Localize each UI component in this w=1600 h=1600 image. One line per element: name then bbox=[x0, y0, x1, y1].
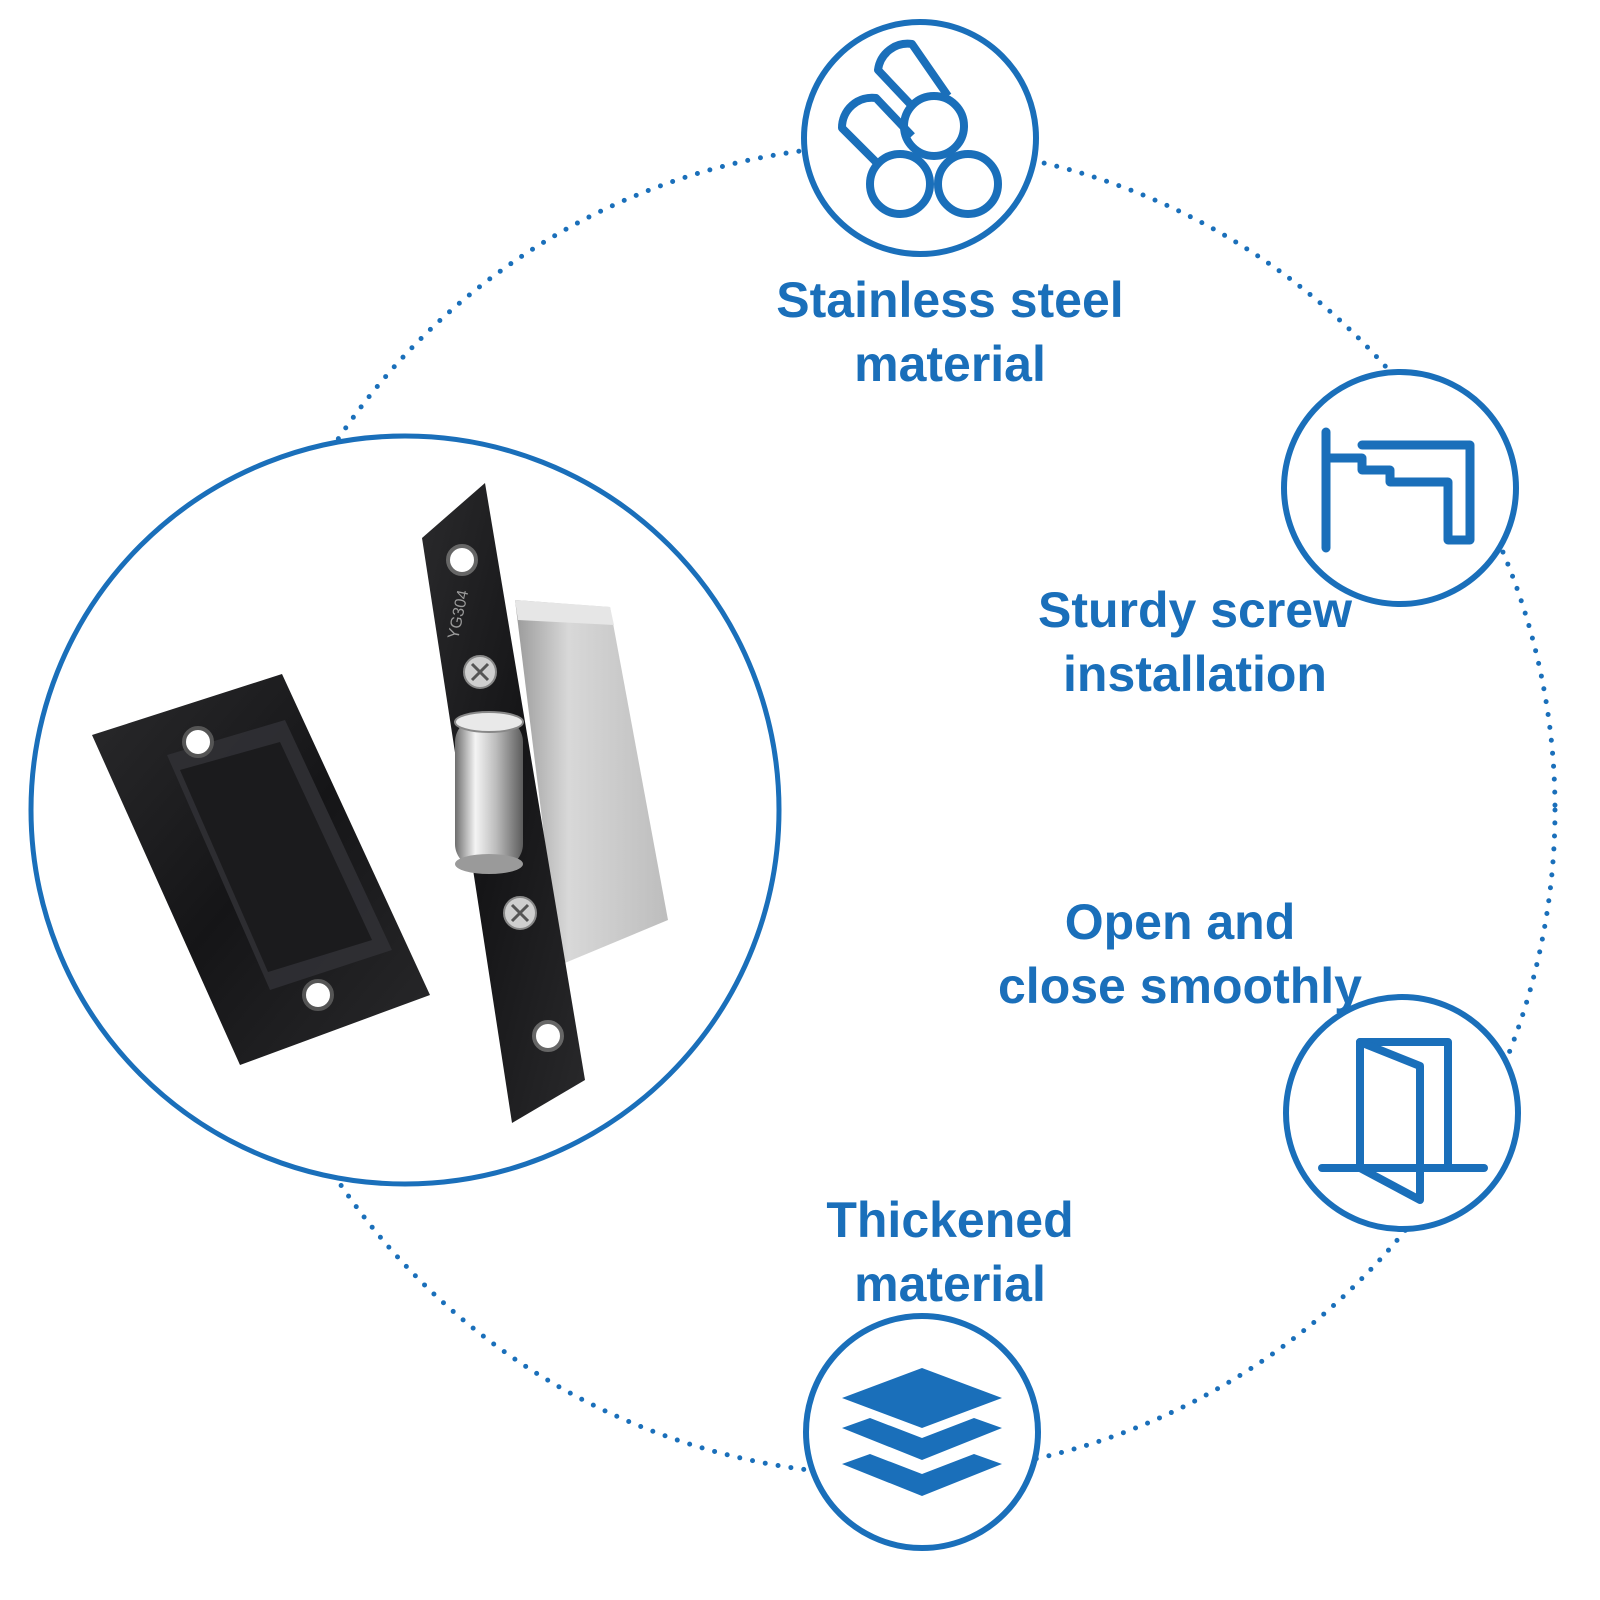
caption-smooth-operation: Open and close smoothly bbox=[960, 890, 1400, 1018]
strike-plate bbox=[92, 674, 430, 1065]
open-door-icon bbox=[1283, 994, 1521, 1232]
caption-stainless-steel: Stainless steel material bbox=[730, 268, 1170, 396]
door-frame-profile-icon bbox=[1281, 369, 1519, 607]
caption-stainless-steel-line1: Stainless steel bbox=[776, 272, 1124, 328]
caption-screw-installation-line1: Sturdy screw bbox=[1037, 582, 1352, 638]
caption-thickened-material-line2: material bbox=[854, 1256, 1046, 1312]
latch-body: YG304 bbox=[422, 483, 668, 1123]
stacked-layers-icon bbox=[803, 1313, 1041, 1551]
steel-rods-icon bbox=[801, 19, 1039, 257]
caption-thickened-material-line1: Thickened bbox=[826, 1192, 1074, 1248]
caption-smooth-operation-line2: close smoothly bbox=[998, 958, 1362, 1014]
caption-smooth-operation-line1: Open and bbox=[1064, 894, 1296, 950]
caption-screw-installation: Sturdy screw installation bbox=[985, 578, 1405, 706]
caption-stainless-steel-line2: material bbox=[854, 336, 1046, 392]
caption-thickened-material: Thickened material bbox=[740, 1188, 1160, 1316]
caption-screw-installation-line2: installation bbox=[1063, 646, 1327, 702]
product-illustration: YG304 bbox=[92, 483, 668, 1123]
